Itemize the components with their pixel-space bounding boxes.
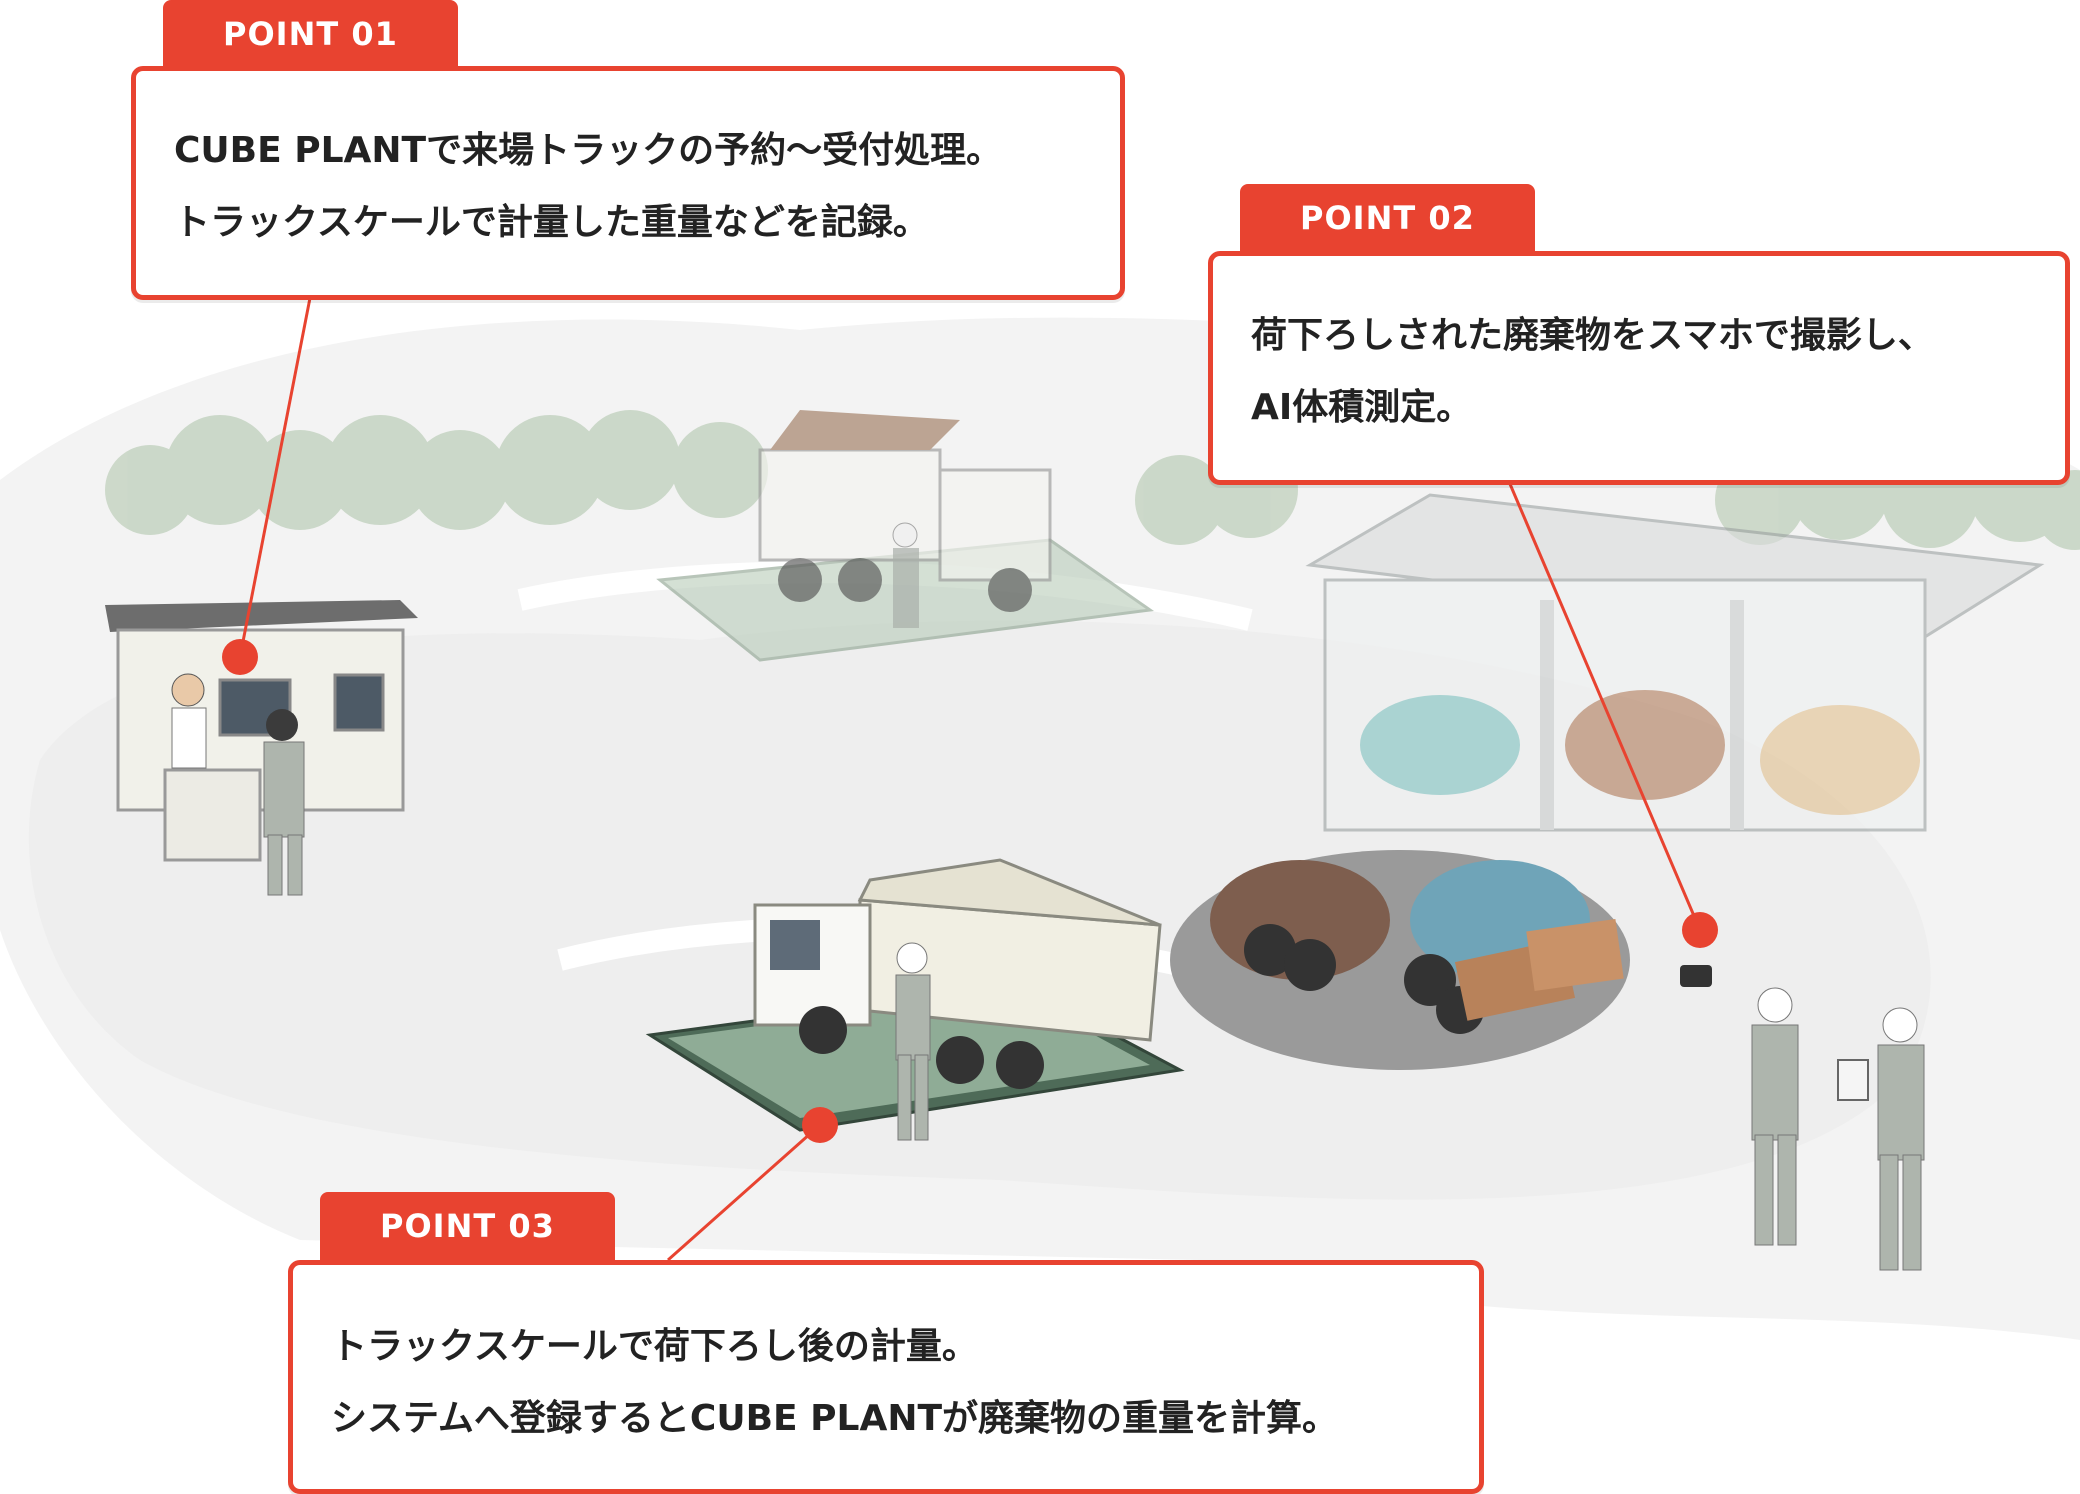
worker-icon [1751, 987, 1799, 1246]
storage-shed-icon [1305, 493, 2045, 832]
worker-icon [171, 673, 305, 896]
point-03-box: トラックスケールで荷下ろし後の計量。 システムへ登録するとCUBE PLANTが… [288, 1260, 1484, 1494]
point-03-line-1: トラックスケールで荷下ろし後の計量。 [331, 1326, 978, 1367]
leader-line-point-02 [1508, 483, 1718, 948]
point-01-box: CUBE PLANTで来場トラックの予約〜受付処理。 トラックスケールで計量した… [131, 66, 1125, 300]
point-02-line-1: 荷下ろしされた廃棄物をスマホで撮影し、 [1251, 315, 1934, 356]
smartphone-icon [1680, 965, 1712, 987]
dump-truck-icon [753, 858, 1162, 1089]
point-01-tab: POINT 01 [163, 0, 458, 68]
clipboard-icon [1837, 1059, 1869, 1101]
point-03-line-2: システムへ登録するとCUBE PLANTが廃棄物の重量を計算。 [331, 1398, 1339, 1439]
waste-pile-icon [1170, 850, 1630, 1070]
point-01-line-2: トラックスケールで計量した重量などを記録。 [174, 202, 929, 243]
worker-icon [895, 942, 931, 1141]
leader-line-point-03 [667, 1107, 838, 1262]
point-02-tab: POINT 02 [1240, 184, 1535, 252]
worker-icon [1877, 1007, 1925, 1271]
worker-icon [892, 522, 919, 628]
point-01-line-1: CUBE PLANTで来場トラックの予約〜受付処理。 [174, 130, 1003, 171]
point-02-box: 荷下ろしされた廃棄物をスマホで撮影し、 AI体積測定。 [1208, 251, 2070, 485]
leader-line-point-01 [222, 297, 312, 675]
point-02-line-2: AI体積測定。 [1251, 387, 1473, 428]
dump-truck-icon [758, 410, 1052, 612]
point-03-tab: POINT 03 [320, 1192, 615, 1260]
reception-booth-icon [105, 600, 418, 862]
